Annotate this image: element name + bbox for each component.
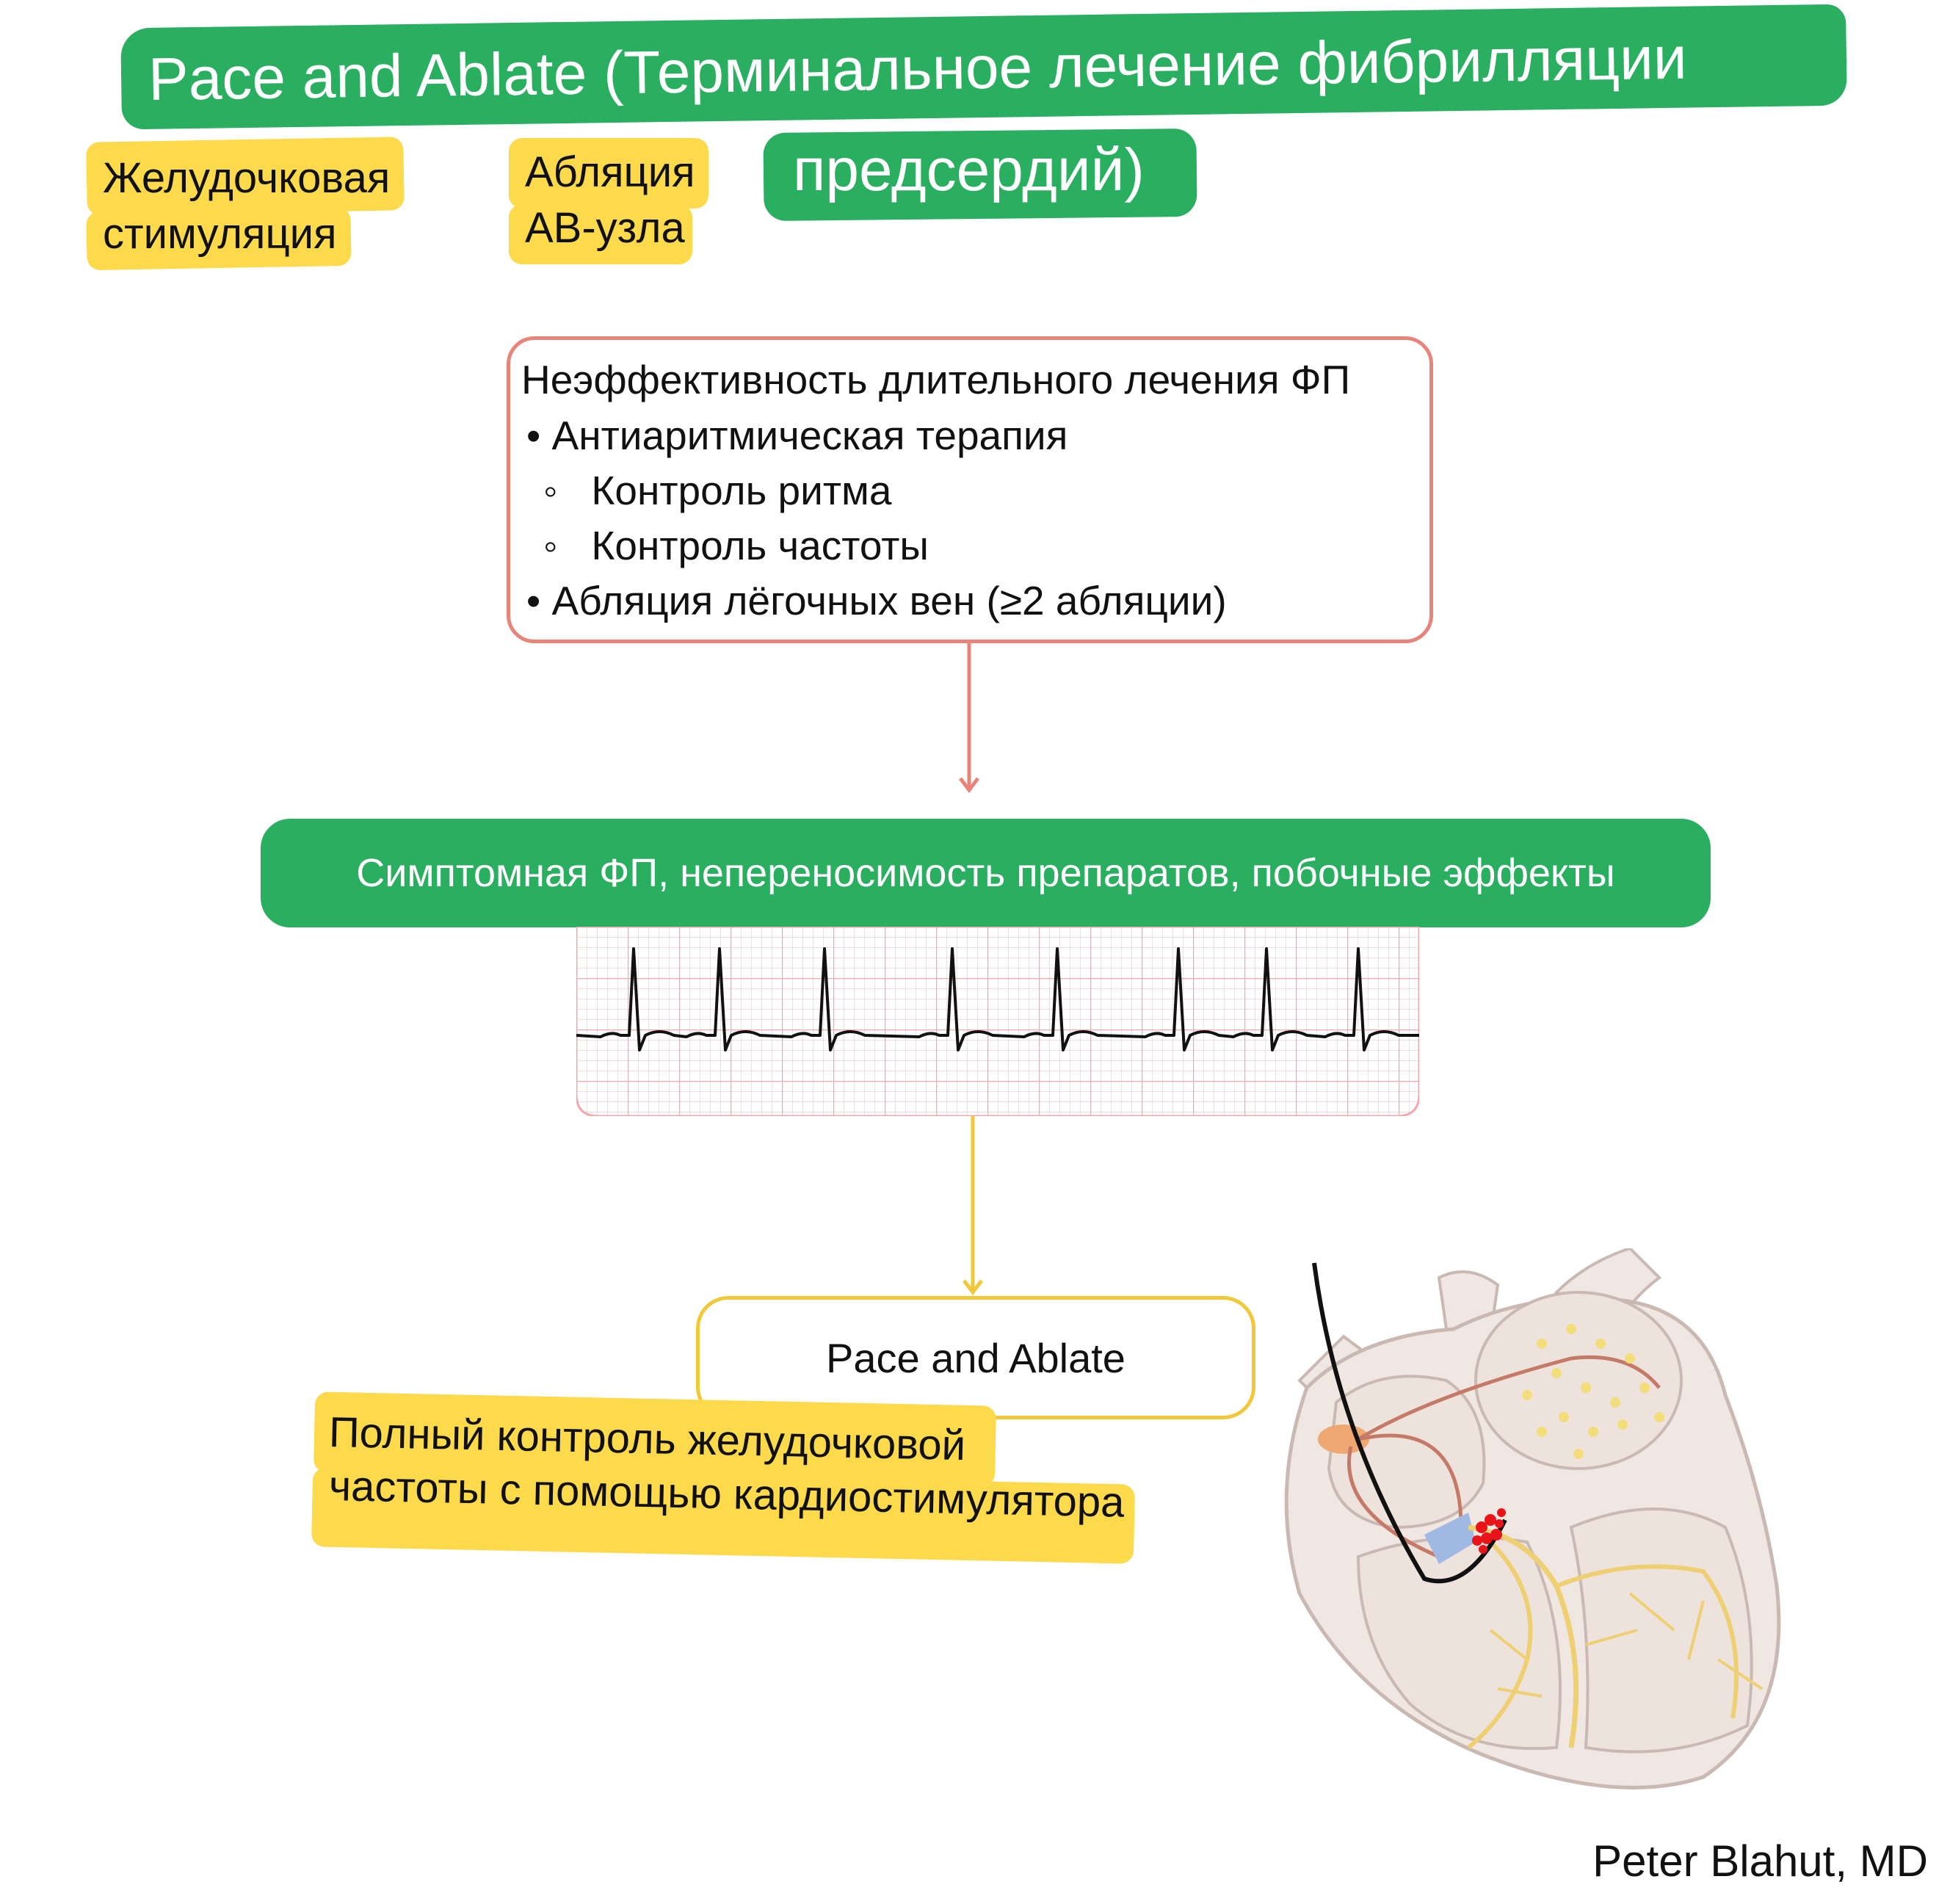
bullet: • — [526, 413, 541, 458]
ecg-strip — [576, 927, 1419, 1116]
condition-bar: Симптомная ФП, непереносимость препарато… — [261, 819, 1711, 927]
av-node — [1424, 1513, 1476, 1564]
atrial-stars-icon — [1522, 1324, 1664, 1459]
failure-item-1: • Антиаритмическая терапия — [526, 412, 1068, 459]
label-highlight-ablation-1 — [509, 138, 708, 209]
outcome-box: Pace and Ablate — [696, 1296, 1255, 1419]
ablation-points-icon — [1472, 1508, 1506, 1554]
page-title-line-2: предсердий) — [793, 137, 1145, 203]
failure-item-4-text: Абляция лёгочных вен (≥2 абляции) — [551, 578, 1227, 623]
label-ventricular-pacing-line-1: Желудочковая — [103, 154, 391, 202]
sub-bullet: ◦ — [543, 523, 558, 568]
author-credit: Peter Blahut, MD — [1592, 1836, 1928, 1886]
failure-item-1-text: Антиаритмическая терапия — [551, 413, 1068, 458]
label-av-node-ablation-line-2: АВ-узла — [525, 204, 685, 252]
label-ventricular-pacing-line-2: стимуляция — [103, 210, 337, 258]
failure-box-heading: Неэффективность длительного лечения ФП — [521, 357, 1351, 402]
bullet: • — [526, 578, 541, 623]
label-highlight-ablation-2 — [509, 204, 692, 264]
label-av-node-ablation-line-1: Абляция — [525, 148, 695, 196]
arrow-down-1 — [959, 643, 979, 794]
sub-bullet: ◦ — [543, 468, 558, 513]
failure-item-3: ◦ Контроль частоты — [543, 522, 929, 569]
failure-item-3-text: Контроль частоты — [591, 523, 929, 568]
failure-item-4: • Абляция лёгочных вен (≥2 абляции) — [526, 577, 1227, 624]
heart-conduction-illustration — [1284, 1248, 1781, 1789]
failure-item-2: ◦ Контроль ритма — [543, 467, 891, 514]
failure-item-2-text: Контроль ритма — [591, 468, 892, 513]
arrow-down-2 — [963, 1116, 983, 1296]
pacing-lead — [1312, 1262, 1507, 1584]
treatment-failure-box: Неэффективность длительного лечения ФП •… — [507, 336, 1433, 643]
